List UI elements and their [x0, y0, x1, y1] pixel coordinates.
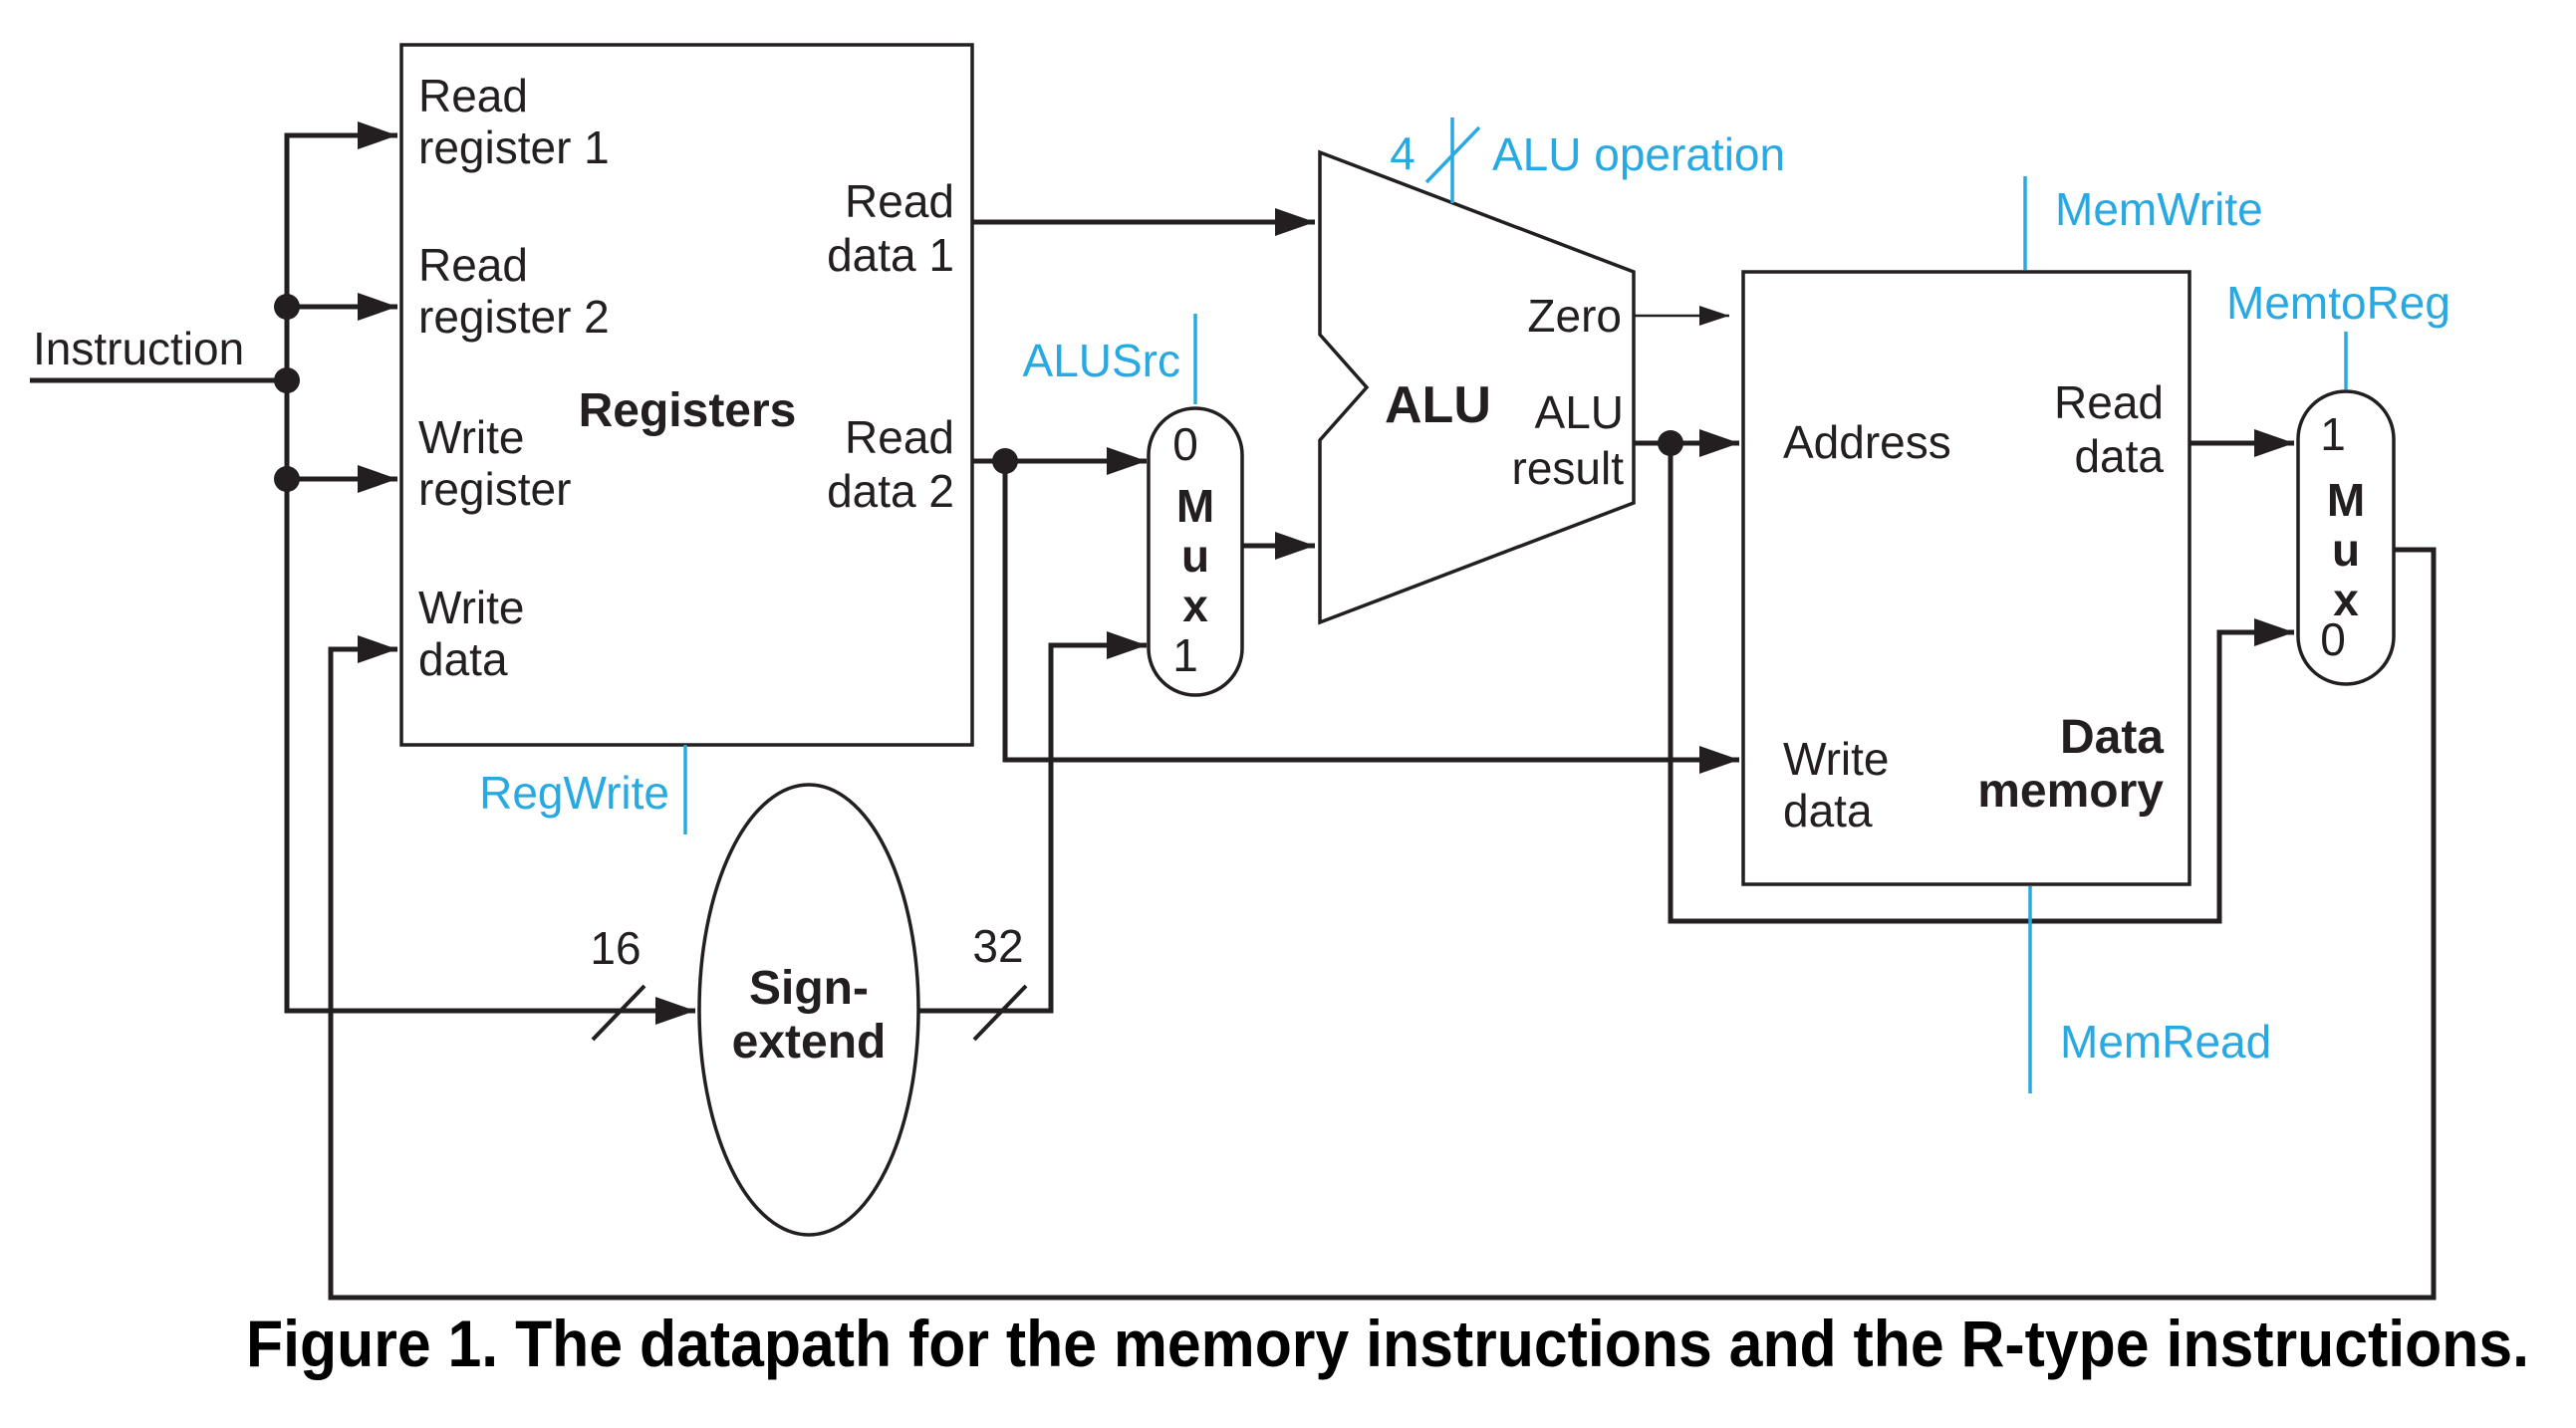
memwrite-label: MemWrite	[2055, 183, 2263, 235]
sign-extend-label-line2: extend	[732, 1016, 887, 1069]
memtoreg-mux-input-1: 1	[2320, 408, 2346, 460]
alu-title: ALU	[1385, 376, 1491, 434]
junction-dot	[274, 367, 300, 393]
registers-title: Registers	[579, 384, 797, 437]
bus-width-32-label: 32	[972, 920, 1023, 972]
bus-slash-16	[591, 984, 646, 1042]
junction-dots	[274, 294, 1683, 492]
wire-instruction-to-read-register-1	[284, 121, 397, 380]
alu-shape	[1318, 149, 1636, 625]
read-register-2-label-line1: Read	[418, 239, 528, 291]
sign-extend-ellipse	[697, 783, 920, 1237]
address-label: Address	[1783, 416, 1951, 468]
alu-operation-width-label: 4	[1390, 127, 1416, 179]
wire-sign-extend-to-mux1	[918, 631, 1147, 1014]
read-data-2-label-line1: Read	[845, 411, 954, 463]
memory-write-data-label-line2: data	[1783, 785, 1873, 836]
alusrc-mux-letter-u: u	[1181, 530, 1209, 582]
memory-write-data-label-line1: Write	[1783, 733, 1890, 785]
alu-result-label-line1: ALU	[1535, 386, 1624, 438]
alusrc-mux-letter-x: x	[1182, 580, 1208, 631]
alu-result-label-line2: result	[1512, 442, 1625, 494]
wire-read-data-2-to-memory-write-data	[1002, 461, 1739, 774]
alusrc-mux-shape	[1147, 406, 1244, 697]
memtoreg-mux-letter-x: x	[2333, 574, 2359, 625]
write-data-label-line2: data	[418, 633, 508, 685]
sign-extend-label-line1: Sign-	[749, 962, 869, 1015]
wires	[30, 121, 2437, 1301]
data-memory-box	[1741, 270, 2191, 886]
read-data-1-label-line2: data 1	[827, 229, 954, 281]
read-data-2-label-line2: data 2	[827, 465, 954, 517]
junction-dot	[274, 466, 300, 492]
bus-slash-32	[972, 984, 1028, 1042]
figure-caption: Figure 1. The datapath for the memory in…	[246, 1307, 2529, 1380]
instruction-label: Instruction	[33, 323, 244, 374]
data-memory-title-line1: Data	[2060, 711, 2164, 764]
memory-read-data-label-line2: data	[2074, 430, 2164, 482]
write-data-label-line1: Write	[418, 582, 525, 633]
memtoreg-mux-shape	[2296, 389, 2396, 686]
alu-operation-bus-slash	[1424, 125, 1481, 184]
bus-slashes	[591, 984, 1028, 1042]
write-register-label-line2: register	[418, 463, 571, 515]
alusrc-label: ALUSrc	[1023, 335, 1180, 386]
zero-label: Zero	[1527, 290, 1622, 342]
bus-width-16-label: 16	[590, 922, 641, 974]
alu-operation-label: ALU operation	[1492, 128, 1785, 180]
control-lines	[683, 118, 2348, 1093]
memtoreg-mux-letter-m: M	[2327, 474, 2365, 526]
memtoreg-label: MemtoReg	[2226, 277, 2450, 329]
wire-alu-result-to-memtoreg-mux0	[1668, 443, 2294, 924]
memtoreg-mux-letter-u: u	[2332, 524, 2360, 576]
write-register-label-line1: Write	[418, 411, 525, 463]
data-memory-title-line2: memory	[1977, 765, 2164, 818]
junction-dot	[274, 294, 300, 320]
labels: Instruction Read register 1 Read registe…	[33, 70, 2529, 1380]
registers-box	[399, 43, 974, 747]
junction-dot	[992, 448, 1018, 474]
blocks	[399, 43, 2396, 1237]
wire-instruction-to-sign-extend	[284, 380, 695, 1025]
read-register-2-label-line2: register 2	[418, 291, 610, 343]
alusrc-mux-input-1: 1	[1172, 629, 1198, 681]
junction-dot	[1658, 430, 1683, 456]
memory-read-data-label-line1: Read	[2054, 376, 2164, 428]
read-register-1-label-line2: register 1	[418, 121, 610, 173]
wire-memtoreg-mux-feedback-to-write-data	[328, 547, 2437, 1301]
alusrc-mux-letter-m: M	[1176, 480, 1214, 532]
read-register-1-label-line1: Read	[418, 70, 528, 121]
alusrc-mux-input-0: 0	[1172, 418, 1198, 470]
memread-label: MemRead	[2060, 1016, 2271, 1068]
memtoreg-mux-input-0: 0	[2320, 613, 2346, 665]
read-data-1-label-line1: Read	[845, 175, 954, 227]
regwrite-label: RegWrite	[479, 767, 669, 819]
